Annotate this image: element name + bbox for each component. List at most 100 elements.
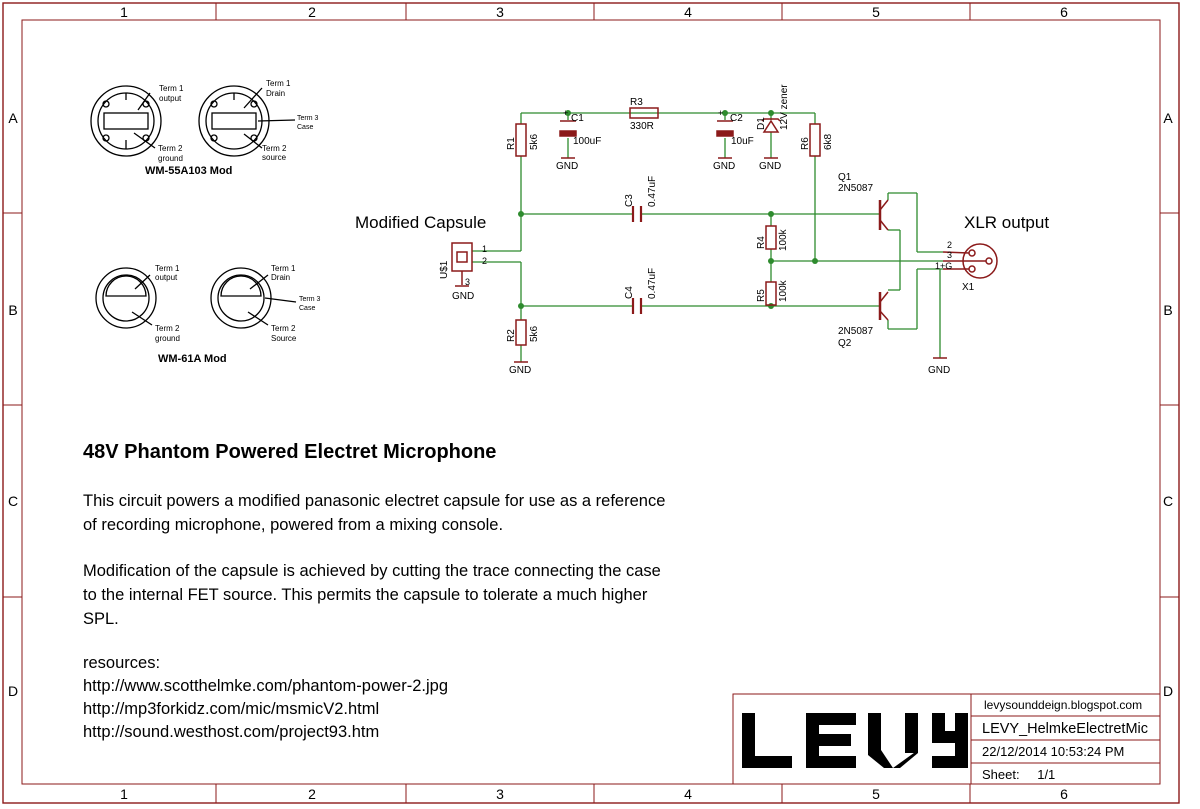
xlr-connector-x1 xyxy=(942,243,998,279)
label-d1: D1 xyxy=(756,117,767,130)
capsule-sketches xyxy=(90,85,297,329)
gnd-r2: GND xyxy=(509,365,531,376)
title-block-sheet: Sheet: 1/1 xyxy=(982,767,1055,782)
col-label-bottom-6: 6 xyxy=(1060,786,1068,802)
label-r6: R6 xyxy=(800,137,811,150)
wm55-left-term2: Term 2 xyxy=(158,144,183,153)
wm61-title: WM-61A Mod xyxy=(158,353,227,365)
schematic-labels: R3 330R C1 100uF + C2 10uF + GND GND GND… xyxy=(355,84,1049,376)
col-label-top-1: 1 xyxy=(120,4,128,20)
label-c4: C4 xyxy=(624,286,635,299)
plus-c1: + xyxy=(563,108,568,118)
value-c4: 0.47uF xyxy=(647,268,658,299)
resource-link-3: http://sound.westhost.com/project93.htm xyxy=(83,723,380,741)
transistor-q1 xyxy=(878,199,889,231)
title-block-name: LEVY_HelmkeElectretMic xyxy=(982,721,1148,737)
label-r1: R1 xyxy=(506,137,517,150)
label-u1: U$1 xyxy=(439,260,450,279)
resource-link-1: http://www.scotthelmke.com/phantom-power… xyxy=(83,677,448,695)
row-label-right-b: B xyxy=(1163,302,1172,318)
resistor-r1 xyxy=(515,123,527,157)
row-label-left-a: A xyxy=(8,110,18,126)
modification-line-3: SPL. xyxy=(83,610,119,628)
wm55-title: WM-55A103 Mod xyxy=(145,165,232,177)
wm55-left-term1: Term 1 xyxy=(159,84,184,93)
resistor-r6 xyxy=(809,123,821,157)
label-r4: R4 xyxy=(756,236,767,249)
wm55-right-term2-desc: source xyxy=(262,153,287,162)
resistor-r4 xyxy=(765,225,777,250)
xlr-pin1g: 1+G xyxy=(935,261,952,271)
resistor-r5 xyxy=(765,281,777,306)
capacitor-c1 xyxy=(559,120,577,137)
sheet-value: 1/1 xyxy=(1037,767,1056,782)
col-label-top-3: 3 xyxy=(496,4,504,20)
wm61-left-term2-desc: ground xyxy=(155,334,180,343)
value-d1: 12V zener xyxy=(779,84,790,130)
col-label-top-4: 4 xyxy=(684,4,692,20)
label-r3: R3 xyxy=(630,97,643,108)
resources-label: resources: xyxy=(83,654,161,672)
title-block-datetime: 22/12/2014 10:53:24 PM xyxy=(982,744,1125,759)
title-block xyxy=(732,693,1161,785)
wm61-right-term2: Term 2 xyxy=(271,324,296,333)
wm55-right-term3-desc: Case xyxy=(297,124,313,131)
schematic-components xyxy=(451,107,998,346)
xlr-output-label: XLR output xyxy=(964,213,1049,232)
description-line-1: This circuit powers a modified panasonic… xyxy=(83,492,666,510)
wm61-right-term3-desc: Case xyxy=(299,305,315,312)
value-q2: 2N5087 xyxy=(838,326,873,337)
levy-logo xyxy=(742,713,968,768)
wm55-left-term1-desc: output xyxy=(159,94,182,103)
wm55-right-term1: Term 1 xyxy=(266,79,291,88)
value-c1: 100uF xyxy=(573,136,601,147)
value-r1: 5k6 xyxy=(529,133,540,150)
junction-dots xyxy=(518,110,818,309)
capacitor-c3 xyxy=(631,206,643,222)
wm55-right-term1-desc: Drain xyxy=(266,89,285,98)
xlr-pin3: 3 xyxy=(947,250,952,260)
capsule-labels: Term 1 output Term 2 ground Term 1 Drain… xyxy=(145,79,321,365)
schematic-wires xyxy=(472,112,943,362)
value-c2: 10uF xyxy=(731,136,754,147)
wm55-left-term2-desc: ground xyxy=(158,154,183,163)
gnd-xlr: GND xyxy=(928,365,950,376)
col-label-top-5: 5 xyxy=(872,4,880,20)
row-label-right-d: D xyxy=(1163,683,1173,699)
col-label-bottom-2: 2 xyxy=(308,786,316,802)
row-label-left-c: C xyxy=(8,493,18,509)
wm61-left-term1: Term 1 xyxy=(155,264,180,273)
wm61-right-term1: Term 1 xyxy=(271,264,296,273)
capacitor-c2 xyxy=(716,120,734,137)
value-q1: 2N5087 xyxy=(838,183,873,194)
zener-d1 xyxy=(761,118,781,133)
col-label-top-6: 6 xyxy=(1060,4,1068,20)
resistor-r3 xyxy=(629,107,659,119)
gnd-c1: GND xyxy=(556,161,578,172)
col-label-top-2: 2 xyxy=(308,4,316,20)
gnd-d1: GND xyxy=(759,161,781,172)
modification-line-2: to the internal FET source. This permits… xyxy=(83,586,648,604)
u1-pin3: 3 xyxy=(465,277,470,287)
wm61-right-term2-desc: Source xyxy=(271,334,297,343)
value-c3: 0.47uF xyxy=(647,176,658,207)
wm55-right-term2: Term 2 xyxy=(262,144,287,153)
ground-symbols xyxy=(455,157,947,363)
row-label-left-d: D xyxy=(8,683,18,699)
label-c3: C3 xyxy=(624,194,635,207)
drawing-frame xyxy=(2,2,1180,804)
col-label-bottom-5: 5 xyxy=(872,786,880,802)
row-label-left-b: B xyxy=(8,302,17,318)
wm61-left-term2: Term 2 xyxy=(155,324,180,333)
resource-link-2: http://mp3forkidz.com/mic/msmicV2.html xyxy=(83,700,380,718)
col-label-bottom-4: 4 xyxy=(684,786,692,802)
col-label-bottom-3: 3 xyxy=(496,786,504,802)
value-r5: 100k xyxy=(778,279,789,302)
capsule-u1 xyxy=(451,242,473,285)
value-r6: 6k8 xyxy=(823,133,834,150)
value-r2: 5k6 xyxy=(529,325,540,342)
u1-pin2: 2 xyxy=(482,256,487,266)
label-r2: R2 xyxy=(506,329,517,342)
capacitor-c4 xyxy=(631,298,643,314)
